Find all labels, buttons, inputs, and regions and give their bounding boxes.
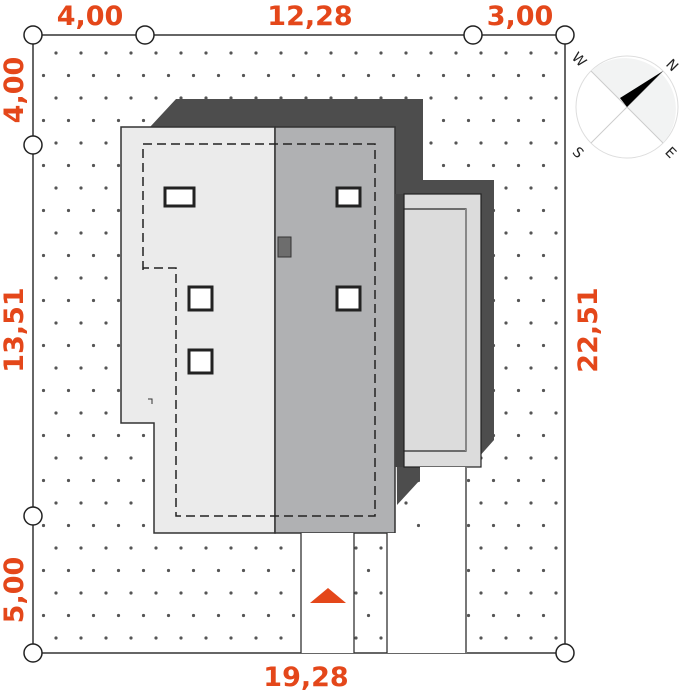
survey-marker bbox=[23, 25, 43, 45]
driveway bbox=[300, 467, 467, 653]
dimension-bottom: 19,28 bbox=[263, 662, 348, 693]
survey-marker bbox=[555, 643, 575, 663]
skylight bbox=[335, 186, 362, 208]
skylight bbox=[187, 285, 214, 312]
roof-dark-side bbox=[274, 126, 396, 534]
dimension-left-bottom: 5,00 bbox=[0, 557, 30, 624]
compass-s: S bbox=[569, 144, 587, 162]
entrance-arrow-icon bbox=[310, 588, 346, 603]
compass-e: E bbox=[661, 144, 679, 162]
survey-marker bbox=[463, 25, 483, 45]
annex-band bbox=[395, 194, 404, 467]
skylights bbox=[163, 186, 362, 375]
survey-marker bbox=[23, 643, 43, 663]
skylight bbox=[187, 348, 214, 375]
skylight bbox=[163, 186, 196, 208]
survey-marker bbox=[23, 135, 43, 155]
chimney bbox=[277, 236, 292, 258]
dimension-left-top: 4,00 bbox=[0, 57, 30, 124]
compass-w: W bbox=[568, 50, 589, 71]
dimension-left-middle: 13,51 bbox=[0, 287, 30, 372]
annex-inner bbox=[403, 208, 467, 452]
survey-marker bbox=[135, 25, 155, 45]
skylight bbox=[335, 285, 362, 312]
dimension-top-left: 4,00 bbox=[57, 1, 124, 32]
survey-marker bbox=[555, 25, 575, 45]
compass-n: N bbox=[662, 56, 681, 75]
compass-rose-icon: N W S E bbox=[568, 50, 681, 162]
roof-detail-mark bbox=[148, 398, 153, 404]
dimension-right: 22,51 bbox=[573, 287, 604, 372]
wall-outline bbox=[142, 143, 376, 517]
survey-markers bbox=[23, 25, 575, 663]
survey-marker bbox=[23, 506, 43, 526]
dimension-top-middle: 12,28 bbox=[267, 1, 352, 32]
dimension-top-right: 3,00 bbox=[487, 1, 554, 32]
